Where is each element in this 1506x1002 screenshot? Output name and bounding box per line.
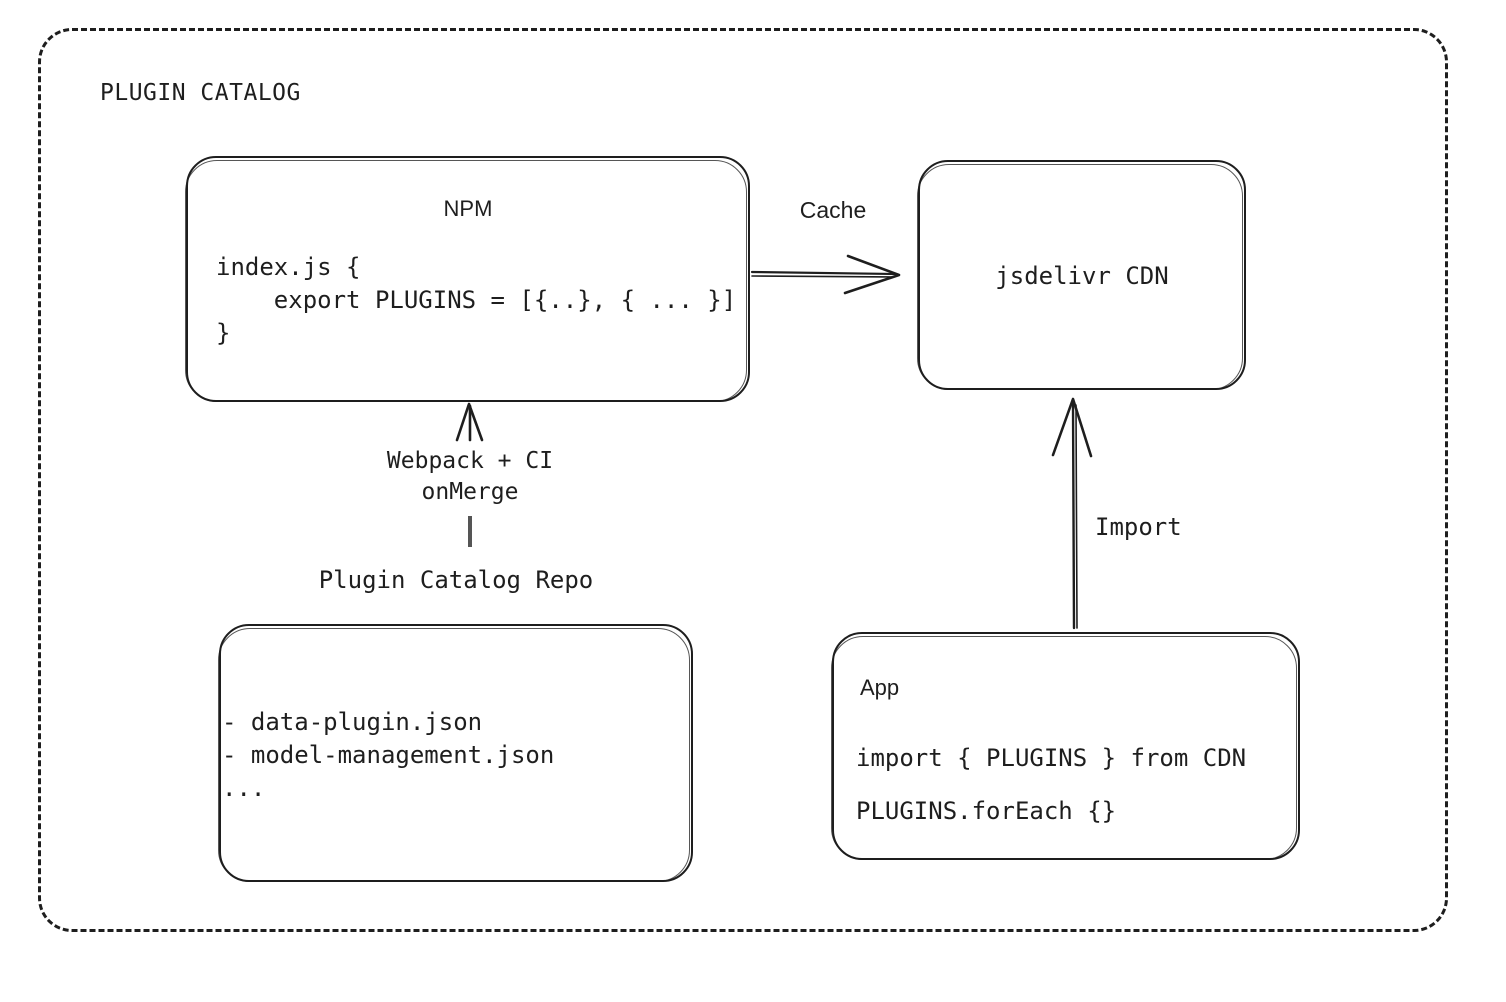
node-plugin-catalog-repo[interactable]: [218, 624, 693, 882]
node-repo-file-list: - data-plugin.json - model-management.js…: [222, 708, 555, 802]
plugin-catalog-container: [38, 28, 1448, 932]
node-npm[interactable]: [185, 156, 750, 402]
node-app-code-line-2: PLUGINS.forEach {}: [856, 797, 1117, 825]
node-jsdelivr-cdn-title: jsdelivr CDN: [995, 262, 1169, 290]
node-npm-title: NPM: [443, 196, 493, 221]
edge-label-cache: Cache: [799, 197, 867, 223]
node-app[interactable]: [831, 632, 1300, 860]
node-app-code: import { PLUGINS } from CDN PLUGINS.forEa…: [856, 732, 1246, 838]
page-title: PLUGIN CATALOG: [100, 80, 301, 106]
node-jsdelivr-cdn[interactable]: [917, 160, 1246, 390]
edge-label-import: Import: [1095, 513, 1182, 541]
node-app-code-line-1: import { PLUGINS } from CDN: [856, 744, 1247, 772]
node-repo-caption: Plugin Catalog Repo: [318, 566, 594, 594]
node-npm-code: index.js { export PLUGINS = [{..}, { ...…: [216, 253, 737, 347]
edge-label-webpack: Webpack + CI onMerge: [386, 448, 554, 505]
node-app-title: App: [860, 675, 900, 700]
